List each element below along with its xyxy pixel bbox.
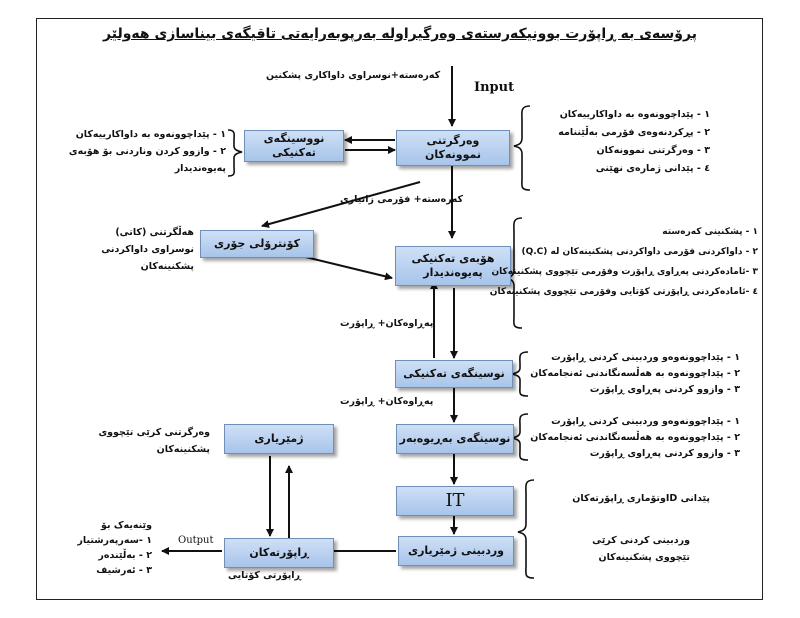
financial-audit-label: وردبینی ژمێریاری [407,544,505,557]
accounting-note-1: وەرگرتنی کرێی تێچووی [98,427,210,438]
receiving-note-2: ٢ - پڕکردنەوەی فۆرمی بەڵێننامە [558,127,710,138]
tech-hall-note-2: ٢ - داواکردنی فۆرمی داواکردنی پشکنینەکان… [521,247,758,257]
admin-note-1: ١ - پێداچوونەوەو وردبینی کردنی ڕاپۆرت [551,416,740,427]
tech-hall-note-4: ٤ -ئامادەکردنی ڕاپۆرتی کۆتایی وفۆرمی تێچ… [489,287,758,297]
materials-request-label: کەرەستە+نوسراوی داواکاری پشکنین [266,70,441,81]
papers-report-label-2: پەڕاوەکان+ ڕاپۆرت [340,396,434,407]
financial-audit-box: وردبینی ژمێریاری [398,536,514,566]
tech-hall-label-line-1: هۆبەی تەکنیکی [411,252,495,265]
technical-office-box: نوسینگەی تەکنیکی [395,360,513,388]
qc-note-3: پشکنینەکان [140,261,194,272]
quality-control-label: کۆنترۆلی جۆری [214,237,300,250]
tech-writing-notes: ١ - پێداچوونەوە بە داواکارییەکان ٢ - واز… [58,126,226,177]
tech-writing-office-box: نووسینگەی تەکنیکی [244,130,344,162]
receiving-note-1: ١ - پێداچوونەوە بە داواکارییەکان [559,109,710,120]
papers-report-label-1: پەڕاوەکان+ ڕاپۆرت [340,318,434,329]
receiving-note-4: ٤ - پێدانی ژمارەی نهێنی [595,163,710,174]
technical-office-notes: ١ - پێداچوونەوەو وردبینی کردنی ڕاپۆرت ٢ … [530,350,740,398]
receiving-notes: ١ - پێداچوونەوە بە داواکارییەکان ٢ - پڕک… [540,106,710,178]
reports-note-3: ٢ - بەڵێندەر [98,550,152,561]
accounting-notes: وەرگرتنی کرێی تێچووی پشکنینەکان [84,424,210,458]
finance-note-1: وردبینی کردنی کرێی [592,535,690,546]
receiving-samples-box: وەرگرتنی نموونەکان [396,130,510,166]
qc-note-2: نوسراوی داواکردنی [101,244,194,255]
accounting-note-2: پشکنینەکان [156,444,210,455]
tech-hall-note-3: ٣ -ئامادەکردنی پەڕاوی ڕاپۆرت وفۆرمی تێچو… [491,267,758,277]
tech-writing-note-3: پەیوەندیدار [174,163,226,174]
qc-note-1: هەڵگرتنی (کاتی) [115,227,194,238]
it-note: پێدانی IDوتۆماری ڕاپۆرتەکان [572,493,710,504]
reports-note-4: ٣ - ئەرشیف [96,565,152,576]
receiving-to-qc-arrow [261,181,421,228]
tech-hall-notes: ١ - پشکنینی کەرەستە ٢ - داواکردنی فۆرمی … [489,222,758,302]
output-label: Output [178,535,214,546]
receiving-samples-label: وەرگرتنی نموونەکان [425,134,481,161]
admin-note-2: ٢ - پێداچوونەوە بە هەڵسەنگاندنی ئەنجامەک… [530,432,740,443]
director-office-label: نوسینگەی بەڕیوەبەر [399,432,511,445]
quality-control-box: کۆنترۆلی جۆری [200,230,314,258]
tech-hall-note-1: ١ - پشکنینی کەرەستە [662,227,758,237]
tech-hall-box: هۆبەی تەکنیکی پەیوەندیدار [395,246,511,286]
techoffice-brace [511,351,529,397]
materials-form-label: کەرەستە+ فۆرمی زانیاری [340,194,463,205]
it-box: IT [396,486,514,516]
final-report-label: ڕاپۆرتی کۆتایی [228,570,301,581]
tech-hall-label-line-2: پەیوەندیدار [423,266,483,279]
tech-office-note-3: ٣ - وازوو کردنی پەڕاوی ڕاپۆرت [589,384,740,395]
reports-note-1: وێنەیەک بۆ [101,520,152,531]
techwriting-brace [227,129,243,177]
finance-note-2: تێچووی پشکنینەکان [598,552,690,563]
admin-brace [511,413,529,461]
admin-note-3: ٣ - وازوو کردنی پەڕاوی ڕاپۆرت [589,448,740,459]
receiving-note-3: ٣ - وەرگرتنی نموونەکان [596,145,710,156]
tech-writing-office-label: نووسینگەی تەکنیکی [263,132,325,159]
technical-office-label: نوسینگەی تەکنیکی [403,367,505,380]
diagram-title: پرۆسەی بە ڕاپۆرت بوونیکەرستەی وەرگیراولە… [103,26,697,42]
receiving-brace [513,105,531,191]
tech-writing-note-1: ١ - پێداچوونەوە بە داواکارییەکان [75,129,226,140]
director-office-notes: ١ - پێداچوونەوەو وردبینی کردنی ڕاپۆرت ٢ … [530,414,740,462]
tech-writing-note-2: ٢ - وازوو کردن وناردنی بۆ هۆبەی [68,146,226,157]
tech-office-note-2: ٢ - پێداچوونەوە بە هەڵسەنگاندنی ئەنجامەک… [530,368,740,379]
quality-control-notes: هەڵگرتنی (کاتی) نوسراوی داواکردنی پشکنین… [74,224,194,275]
tech-office-note-1: ١ - پێداچوونەوەو وردبینی کردنی ڕاپۆرت [551,352,740,363]
it-label: IT [445,490,465,511]
input-label: Input [474,80,515,95]
accounting-box: ژمێریاری [224,424,334,454]
accounting-label: ژمێریاری [254,432,304,445]
it-brace [517,479,535,579]
diagram-frame [36,18,763,600]
director-office-box: نوسینگەی بەڕیوەبەر [396,424,514,454]
reports-box: ڕاپۆرتەکان [224,538,334,568]
financial-audit-notes: وردبینی کردنی کرێی تێچووی پشکنینەکان [580,532,690,566]
reports-note-2: ١ -سەرپەرشتیار [77,535,152,546]
reports-distribution-notes: وێنەیەک بۆ ١ -سەرپەرشتیار ٢ - بەڵێندەر ٣… [58,518,152,578]
reports-label: ڕاپۆرتەکان [249,546,309,559]
